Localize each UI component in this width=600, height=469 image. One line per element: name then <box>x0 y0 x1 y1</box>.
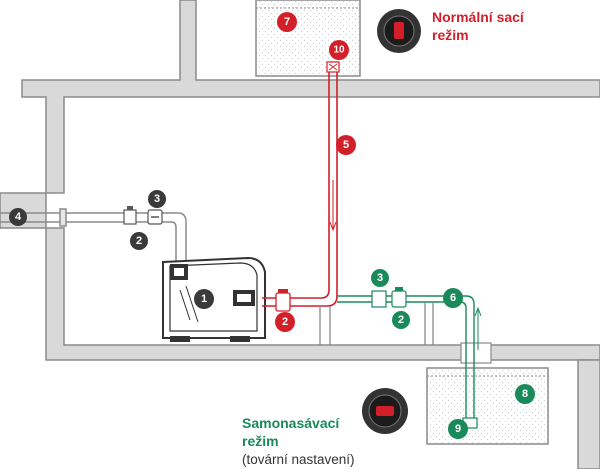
svg-text:7: 7 <box>284 16 290 28</box>
suction-pipe-red <box>262 72 338 307</box>
floor-opening <box>460 342 492 364</box>
svg-text:3: 3 <box>154 193 160 205</box>
badge-suction-red: 5 <box>336 135 356 155</box>
self-priming-mode-dial <box>362 388 408 434</box>
red-ball-valve <box>275 289 291 312</box>
green-check-valve <box>371 290 387 308</box>
badge-tank-top: 7 <box>277 12 297 32</box>
badge-valve-red: 2 <box>275 312 295 332</box>
left-wall-lower <box>45 227 600 361</box>
svg-text:8: 8 <box>522 388 528 400</box>
svg-text:6: 6 <box>450 292 456 304</box>
svg-text:4: 4 <box>15 211 22 223</box>
normal-mode-dial <box>377 9 421 53</box>
badge-filter-red: 10 <box>329 40 349 60</box>
badge-valve-pressure: 2 <box>130 232 148 250</box>
right-wall-lower <box>577 359 600 469</box>
svg-text:1: 1 <box>201 293 207 305</box>
badge-check-green: 3 <box>371 269 389 287</box>
self-priming-label-line2: režim <box>242 433 279 449</box>
lower-tank <box>426 367 549 445</box>
green-ball-valve <box>391 287 407 308</box>
badge-pressure-line: 4 <box>9 208 27 226</box>
svg-text:9: 9 <box>455 423 461 435</box>
normal-mode-label-line2: režim <box>432 27 469 43</box>
svg-text:5: 5 <box>343 139 349 151</box>
svg-text:2: 2 <box>136 235 142 247</box>
badge-valve-green: 2 <box>392 311 410 329</box>
pressure-check-valve <box>123 206 137 225</box>
self-priming-label-line3: (tovární nastavení) <box>242 452 355 467</box>
badge-tank-bottom: 8 <box>515 384 535 404</box>
badge-check-pressure: 3 <box>148 190 166 208</box>
badge-pump: 1 <box>194 289 214 309</box>
svg-text:2: 2 <box>282 316 288 328</box>
upper-tank <box>255 0 361 77</box>
svg-text:3: 3 <box>377 272 383 284</box>
svg-text:10: 10 <box>333 45 345 56</box>
pressure-pipe <box>0 208 187 262</box>
pump-unit <box>162 256 266 342</box>
ceiling-slab <box>21 0 600 194</box>
svg-text:2: 2 <box>398 314 404 326</box>
normal-mode-label-line1: Normální sací <box>432 9 525 25</box>
pressure-ball-valve <box>147 209 163 225</box>
self-priming-label-line1: Samonasávací <box>242 415 340 431</box>
badge-filter-green: 9 <box>448 419 468 439</box>
pipe-supports <box>319 302 434 345</box>
badge-suction-green: 6 <box>443 288 463 308</box>
red-filter <box>326 61 340 73</box>
